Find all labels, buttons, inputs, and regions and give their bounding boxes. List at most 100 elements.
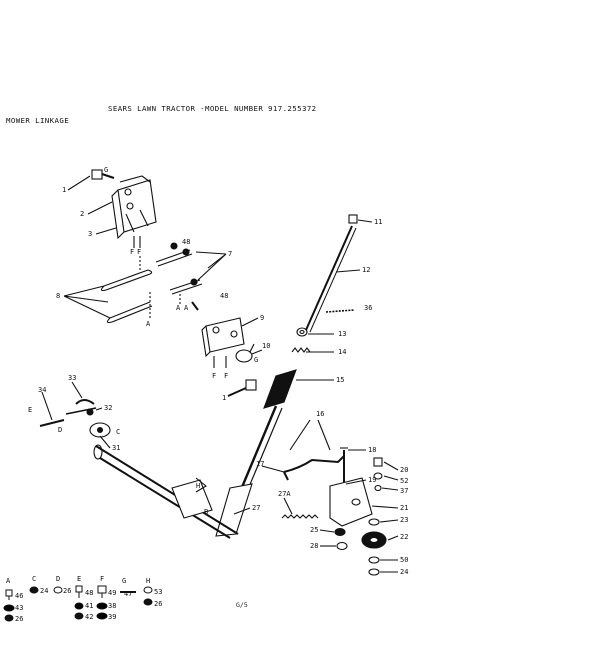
- pivot-10: [235, 349, 263, 363]
- callout-2: 2: [80, 210, 84, 218]
- legend-e-3: 42: [85, 613, 93, 621]
- tag-a2: A: [176, 304, 181, 312]
- cross-shaft: [93, 444, 239, 539]
- legend-g-1: 47: [124, 590, 132, 598]
- washers-50-24: [368, 556, 380, 576]
- tag-d: D: [58, 426, 62, 434]
- callout-1a: 1: [62, 186, 66, 194]
- upper-bracket: [111, 175, 157, 248]
- callout-52: 52: [400, 477, 408, 485]
- tag-a1: A: [146, 320, 151, 328]
- hardware-legend: [3, 585, 153, 622]
- legend-h-1: 53: [154, 588, 162, 596]
- callout-9: 9: [260, 314, 264, 322]
- legend-f-1: 49: [108, 589, 116, 597]
- spring-14: [291, 347, 311, 353]
- callout-7: 7: [228, 250, 232, 258]
- legend-letter-h: H: [146, 577, 150, 585]
- callout-23: 23: [400, 516, 408, 524]
- section-label: MOWER LINKAGE: [6, 116, 70, 125]
- callout-13: 13: [338, 330, 346, 338]
- bolt-1b: [227, 379, 257, 397]
- tag-f3: F: [212, 372, 216, 380]
- callout-50: 50: [400, 556, 408, 564]
- tag-c: C: [116, 428, 120, 436]
- callout-19: 19: [368, 476, 376, 484]
- tag-f1: F: [130, 248, 134, 256]
- callout-15: 15: [336, 376, 344, 384]
- callout-18: 18: [368, 446, 376, 454]
- legend-e-2: 41: [85, 602, 93, 610]
- callout-10: 10: [262, 342, 270, 350]
- legend-letter-g: G: [122, 577, 126, 585]
- callout-34: 34: [38, 386, 46, 394]
- callout-1b: 1: [222, 394, 226, 402]
- callout-14: 14: [338, 348, 346, 356]
- tag-f2: F: [137, 248, 141, 256]
- callout-25: 25: [310, 526, 318, 534]
- nut-25-28: [334, 527, 348, 551]
- legend-a-2: 43: [15, 604, 23, 612]
- callout-16: 16: [316, 410, 324, 418]
- callout-11: 11: [374, 218, 382, 226]
- callout-37: 37: [400, 487, 408, 495]
- callout-24: 24: [400, 568, 408, 576]
- right-link-bars: [155, 242, 203, 311]
- legend-letter-e: E: [77, 575, 81, 583]
- clip-33: [75, 399, 95, 405]
- callout-31: 31: [112, 444, 120, 452]
- legend-f-2: 38: [108, 602, 116, 610]
- center-bracket: [201, 317, 245, 368]
- legend-d-1: 26: [63, 587, 71, 595]
- bracket-21: [329, 477, 373, 527]
- hardware-stack: [368, 457, 383, 526]
- callout-36: 36: [364, 304, 372, 312]
- tag-e: E: [28, 406, 32, 414]
- main-lever-27: [215, 405, 283, 537]
- legend-letter-f: F: [100, 575, 104, 583]
- callout-3: 3: [88, 230, 92, 238]
- spring-27a: [281, 514, 319, 519]
- tag-g2: G: [254, 356, 258, 364]
- figure-caption: G/5: [236, 601, 248, 609]
- tag-h: H: [196, 482, 200, 490]
- callout-33: 33: [68, 374, 76, 382]
- link-32: [65, 407, 97, 416]
- legend-f-3: 39: [108, 613, 116, 621]
- legend-e-1: 48: [85, 589, 93, 597]
- legend-letter-d: D: [56, 575, 60, 583]
- pivot-31: [89, 422, 111, 438]
- callout-8: 8: [56, 292, 60, 300]
- callout-27a: 27A: [278, 490, 291, 498]
- tag-b: B: [204, 508, 208, 516]
- lift-rod: [305, 214, 358, 333]
- callout-21: 21: [400, 504, 408, 512]
- lift-rod-17: [283, 455, 345, 481]
- callout-28: 28: [310, 542, 318, 550]
- legend-letter-c: C: [32, 575, 36, 583]
- left-link-bars: [100, 269, 153, 324]
- legend-a-3: 26: [15, 615, 23, 623]
- diagram-title: SEARS LAWN TRACTOR -MODEL NUMBER 917.255…: [108, 104, 317, 113]
- callout-22: 22: [400, 533, 408, 541]
- washer-13: [296, 327, 308, 337]
- callout-17: 17: [256, 460, 264, 468]
- legend-a-1: 46: [15, 592, 23, 600]
- callout-20: 20: [400, 466, 408, 474]
- bolt-1a: [91, 169, 115, 180]
- handle-grip-15: [263, 369, 297, 409]
- callout-32: 32: [104, 404, 112, 412]
- pin-36: [325, 309, 355, 313]
- legend-c-1: 24: [40, 587, 48, 595]
- callout-48a: 48: [182, 238, 190, 246]
- tag-a3: A: [184, 304, 189, 312]
- tag-g1: G: [104, 166, 108, 174]
- callout-48b: 48: [220, 292, 228, 300]
- pulley-22: [361, 531, 387, 549]
- tag-f4: F: [224, 372, 228, 380]
- legend-h-2: 26: [154, 600, 162, 608]
- bolt-34: [39, 419, 65, 427]
- callout-12: 12: [362, 266, 370, 274]
- callout-27: 27: [252, 504, 260, 512]
